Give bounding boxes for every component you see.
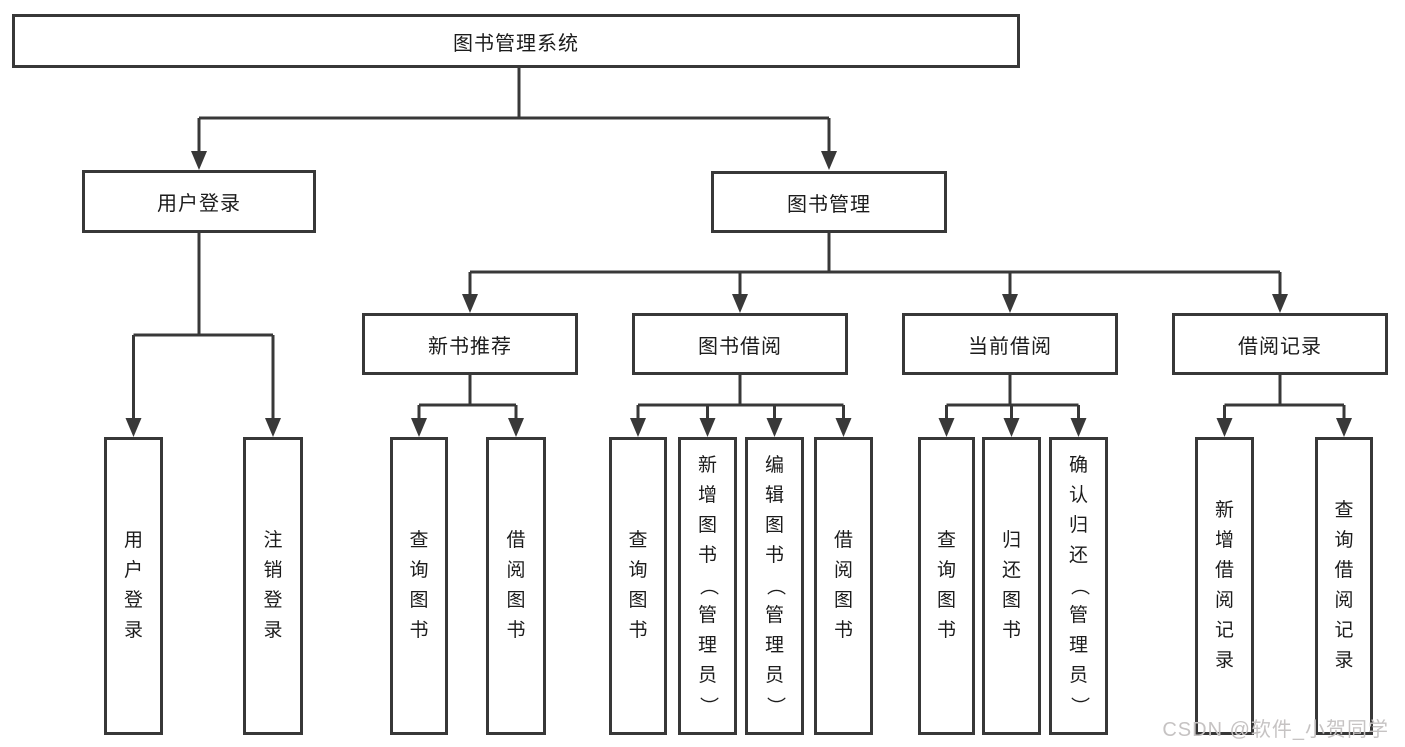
node-library-management-system: 图书管理系统 <box>12 14 1020 68</box>
leaf-logout-login: 注销登录 <box>243 437 303 735</box>
leaf-label: 注销登录 <box>263 530 283 641</box>
leaf-label: 编辑图书（管理员） <box>764 455 786 716</box>
leaf-label: 查询图书 <box>628 530 648 641</box>
leaf-label: 查询图书 <box>409 530 429 641</box>
node-current-borrowing: 当前借阅 <box>902 313 1118 375</box>
leaf-borrow-books-recommend: 借阅图书 <box>486 437 546 735</box>
leaf-label: 用户登录 <box>123 530 143 641</box>
arrowheads <box>125 151 1352 437</box>
leaf-label: 借阅图书 <box>506 530 526 641</box>
leaf-label: 确认归还（管理员） <box>1068 455 1090 716</box>
leaf-query-books-current: 查询图书 <box>918 437 975 735</box>
leaf-label: 新增借阅记录 <box>1214 500 1234 671</box>
leaf-query-books-borrowing: 查询图书 <box>609 437 667 735</box>
leaf-edit-books-admin: 编辑图书（管理员） <box>745 437 804 735</box>
leaf-add-books-admin: 新增图书（管理员） <box>678 437 737 735</box>
leaf-label: 新增图书（管理员） <box>697 455 719 716</box>
node-new-book-recommendation: 新书推荐 <box>362 313 578 375</box>
leaf-borrow-books-borrowing: 借阅图书 <box>814 437 873 735</box>
leaf-return-books: 归还图书 <box>982 437 1041 735</box>
leaf-query-books-recommend: 查询图书 <box>390 437 448 735</box>
leaf-label: 归还图书 <box>1001 530 1021 641</box>
leaf-label: 借阅图书 <box>833 530 853 641</box>
node-borrowing-records: 借阅记录 <box>1172 313 1388 375</box>
leaf-query-borrow-record: 查询借阅记录 <box>1315 437 1373 735</box>
watermark-text: CSDN @软件_小贺同学 <box>1162 719 1389 741</box>
leaf-user-login: 用户登录 <box>104 437 163 735</box>
leaf-confirm-return-admin: 确认归还（管理员） <box>1049 437 1108 735</box>
leaf-label: 查询图书 <box>936 530 956 641</box>
node-user-login: 用户登录 <box>82 170 316 233</box>
node-book-borrowing: 图书借阅 <box>632 313 848 375</box>
node-book-management: 图书管理 <box>711 171 947 233</box>
leaf-label: 查询借阅记录 <box>1334 500 1354 671</box>
leaf-add-borrow-record: 新增借阅记录 <box>1195 437 1254 735</box>
